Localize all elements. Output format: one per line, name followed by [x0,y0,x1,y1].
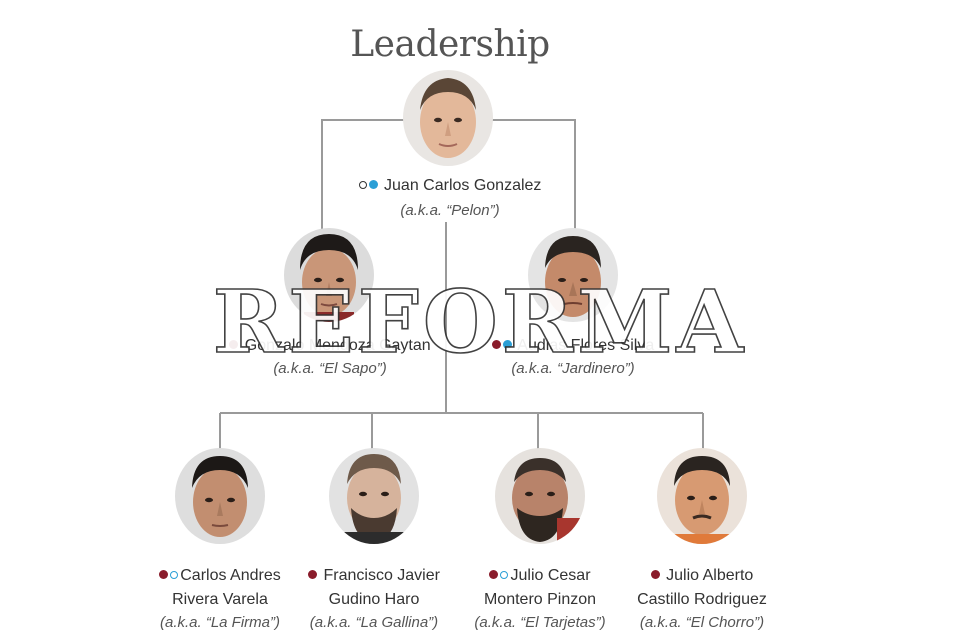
member-photo-2 [329,448,419,544]
lieutenant-photo-2 [528,228,618,322]
member-card-2: Francisco Javier Gudino Haro (a.k.a. “La… [284,448,464,638]
lieutenant-name-2: Audias Flores Silva [517,337,654,354]
member-name-line2-3: Montero Pinzon [450,588,630,612]
member-name-line1-1: Carlos Andres [130,564,310,588]
member-name-line2-1: Rivera Varela [130,588,310,612]
member-alias-1: (a.k.a. “La Firma”) [130,612,310,634]
marker-red-dot-icon [308,570,317,579]
marker-red-dot-icon [229,340,238,349]
member-alias-4: (a.k.a. “El Chorro”) [612,612,792,634]
leader-name: Juan Carlos Gonzalez [384,177,541,194]
member-card-1: Carlos Andres Rivera Varela (a.k.a. “La … [130,448,310,638]
member-card-3: Julio Cesar Montero Pinzon (a.k.a. “El T… [450,448,630,638]
member-name-first-2: Francisco Javier [323,567,439,584]
member-name-first-3: Julio Cesar [510,567,590,584]
member-alias-2: (a.k.a. “La Gallina”) [284,612,464,634]
leader-alias: (a.k.a. “Pelon”) [300,200,600,222]
member-name-first-4: Julio Alberto [666,567,753,584]
member-photo-1 [175,448,265,544]
marker-blue-dot-icon [369,180,378,189]
lieutenant-photo-1 [284,228,374,322]
marker-ring-icon [359,181,367,189]
marker-red-dot-icon [489,570,498,579]
marker-red-dot-icon [159,570,168,579]
marker-red-dot-icon [492,340,501,349]
lieutenant-name-line-2: Audias Flores Silva [423,334,723,358]
member-photo-3 [495,448,585,544]
lieutenant-alias-2: (a.k.a. “Jardinero”) [423,358,723,380]
member-name-line1-4: Julio Alberto [612,564,792,588]
member-name-line2-4: Castillo Rodriguez [612,588,792,612]
leader-photo [403,70,493,166]
marker-red-dot-icon [651,570,660,579]
marker-blue-ring-icon [170,571,178,579]
member-card-4: Julio Alberto Castillo Rodriguez (a.k.a.… [612,448,792,638]
member-alias-3: (a.k.a. “El Tarjetas”) [450,612,630,634]
member-name-line1-3: Julio Cesar [450,564,630,588]
lieutenant-card-2: Audias Flores Silva (a.k.a. “Jardinero”) [423,228,723,388]
leader-card: Juan Carlos Gonzalez (a.k.a. “Pelon”) [300,70,600,230]
member-photo-4 [657,448,747,544]
marker-blue-ring-icon [500,571,508,579]
member-name-line2-2: Gudino Haro [284,588,464,612]
member-name-line1-2: Francisco Javier [284,564,464,588]
member-name-first-1: Carlos Andres [180,567,281,584]
marker-blue-dot-icon [503,340,512,349]
leader-name-line: Juan Carlos Gonzalez [300,174,600,198]
lieutenant-name-1: Gonzalo Mendoza Gaytan [245,337,431,354]
